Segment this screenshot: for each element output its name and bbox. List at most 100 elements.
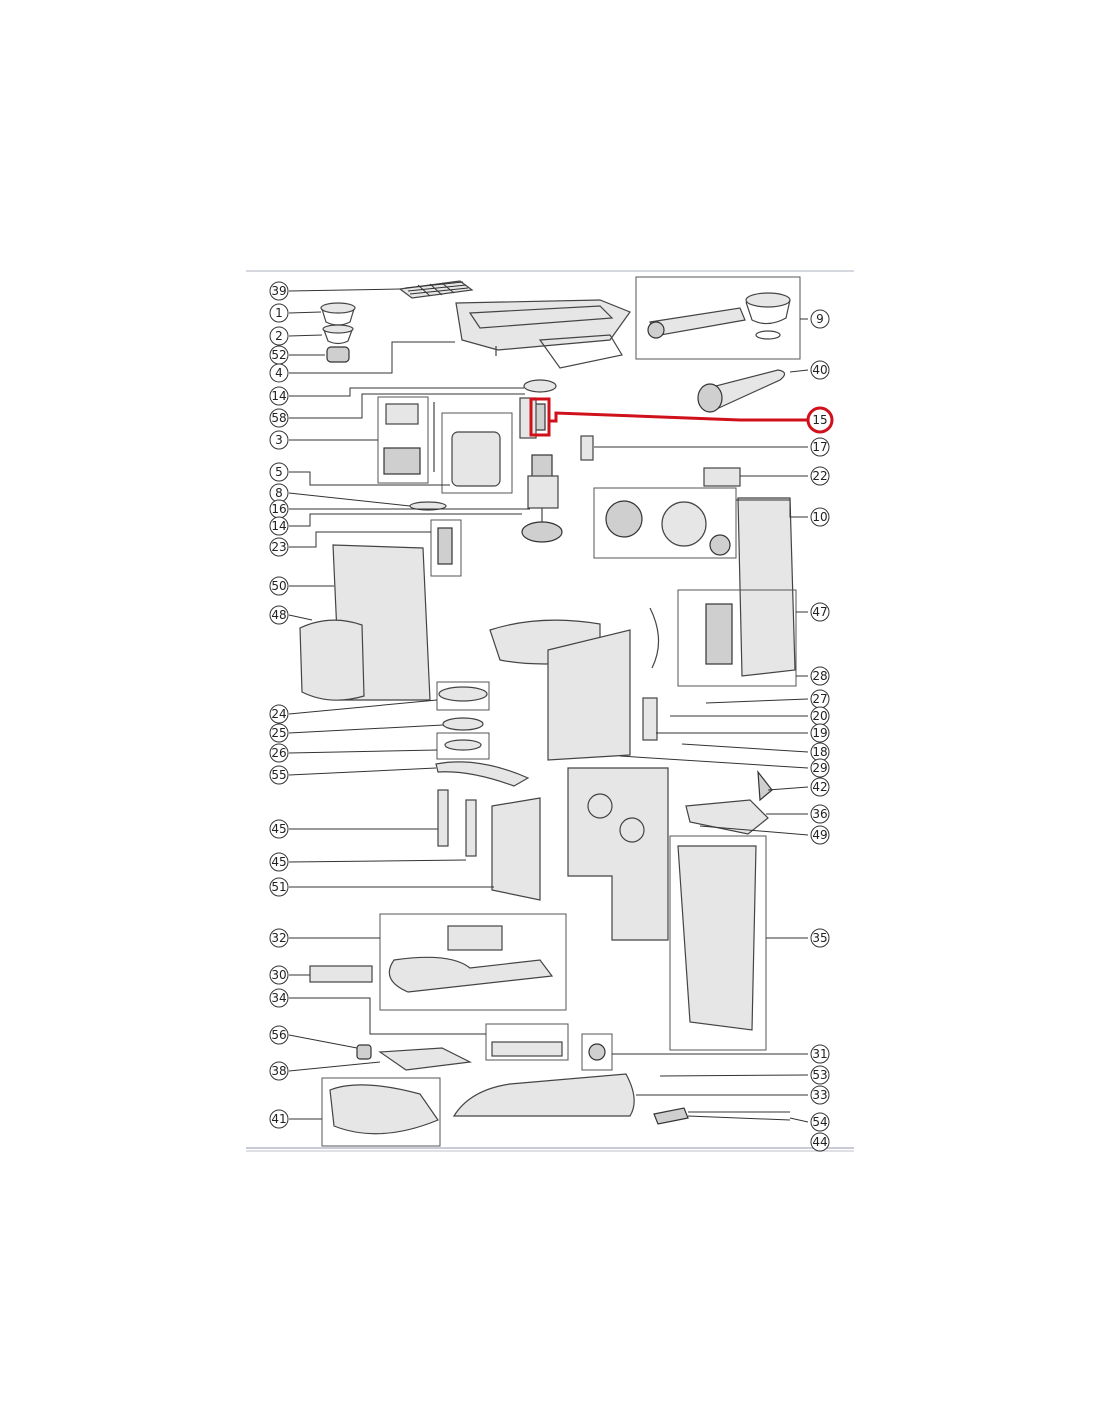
callout-circle-53 — [810, 1065, 830, 1085]
callout-circle-38 — [269, 1061, 289, 1081]
drip-grid-part — [398, 280, 474, 299]
callout-circle-25 — [269, 723, 289, 743]
callout-label-52: 52 — [271, 348, 286, 362]
callout-circle-28 — [810, 666, 830, 686]
callout-circle-17 — [810, 437, 830, 457]
callout-circle-55 — [269, 765, 289, 785]
callout-circle-5 — [269, 462, 289, 482]
callout-circle-56 — [269, 1025, 289, 1045]
callout-circle-47 — [810, 602, 830, 622]
callout-circle-22 — [810, 466, 830, 486]
left-callout-labels: 3912524145835816142350482425265545455132… — [269, 281, 289, 1129]
callout-label-31: 31 — [812, 1047, 827, 1061]
callout-circle-49 — [810, 825, 830, 845]
callout-circle-2 — [269, 326, 289, 346]
callout-circle-44 — [810, 1132, 830, 1152]
callout-label-22: 22 — [812, 469, 827, 483]
callout-label-42: 42 — [812, 780, 827, 794]
callout-label-26: 26 — [271, 746, 286, 760]
callout-label-15: 15 — [812, 413, 827, 427]
callout-circle-48 — [269, 605, 289, 625]
callout-label-36: 36 — [812, 807, 827, 821]
callout-circle-40 — [810, 360, 830, 380]
callout-circle-32 — [269, 928, 289, 948]
callout-label-9: 9 — [816, 312, 824, 326]
callout-circle-4 — [269, 363, 289, 383]
callout-label-51: 51 — [271, 880, 286, 894]
callout-label-54: 54 — [812, 1115, 827, 1129]
callout-label-32: 32 — [271, 931, 286, 945]
callout-label-5: 5 — [275, 465, 283, 479]
callout-label-27: 27 — [812, 692, 827, 706]
box-9 — [635, 276, 801, 360]
callout-label-40: 40 — [812, 363, 827, 377]
part-drawings — [299, 276, 801, 1147]
callout-circle-10 — [810, 507, 830, 527]
callout-label-55: 55 — [271, 768, 286, 782]
callout-label-24: 24 — [271, 707, 286, 721]
callout-label-44: 44 — [812, 1135, 827, 1149]
highlight-leader — [549, 411, 807, 423]
callout-label-14: 14 — [271, 519, 286, 533]
callout-circle-41 — [269, 1109, 289, 1129]
callout-circle-29 — [810, 758, 830, 778]
callout-label-20: 20 — [812, 709, 827, 723]
callout-label-29: 29 — [812, 761, 827, 775]
callout-circle-50 — [269, 576, 289, 596]
callout-circle-3 — [269, 430, 289, 450]
right-callout-labels: 9401517221047282720191829423649353153335… — [806, 309, 834, 1152]
callout-circle-39 — [269, 281, 289, 301]
callout-label-41: 41 — [271, 1112, 286, 1126]
callout-circle-45 — [269, 852, 289, 872]
callout-circle-26 — [269, 743, 289, 763]
callout-circle-15 — [806, 406, 834, 434]
callout-circle-35 — [810, 928, 830, 948]
callout-circle-24 — [269, 704, 289, 724]
callout-label-48: 48 — [271, 608, 286, 622]
callout-label-35: 35 — [812, 931, 827, 945]
callout-circle-31 — [810, 1044, 830, 1064]
callout-circle-30 — [269, 965, 289, 985]
callout-label-50: 50 — [271, 579, 286, 593]
callout-circle-9 — [810, 309, 830, 329]
highlight-box — [529, 397, 551, 437]
callout-circle-14 — [269, 386, 289, 406]
callout-label-39: 39 — [271, 284, 286, 298]
callout-circle-14 — [269, 516, 289, 536]
callout-label-19: 19 — [812, 726, 827, 740]
callout-circle-19 — [810, 723, 830, 743]
callout-label-2: 2 — [275, 329, 283, 343]
callout-label-56: 56 — [271, 1028, 286, 1042]
leader-lines — [288, 288, 809, 1123]
highlight-part-15 — [529, 397, 807, 437]
callout-circle-58 — [269, 408, 289, 428]
callout-label-8: 8 — [275, 486, 283, 500]
callout-label-30: 30 — [271, 968, 286, 982]
callout-circle-33 — [810, 1085, 830, 1105]
callout-label-4: 4 — [275, 366, 283, 380]
callout-label-53: 53 — [812, 1068, 827, 1082]
callout-label-34: 34 — [271, 991, 286, 1005]
callout-label-47: 47 — [812, 605, 827, 619]
callout-label-38: 38 — [271, 1064, 286, 1078]
callout-circle-45 — [269, 819, 289, 839]
callout-label-17: 17 — [812, 440, 827, 454]
callout-label-23: 23 — [271, 540, 286, 554]
callout-circle-42 — [810, 777, 830, 797]
callout-label-28: 28 — [812, 669, 827, 683]
callout-label-25: 25 — [271, 726, 286, 740]
callout-label-45: 45 — [271, 855, 286, 869]
callout-label-10: 10 — [812, 510, 827, 524]
callout-label-45: 45 — [271, 822, 286, 836]
callout-label-3: 3 — [275, 433, 283, 447]
callout-circle-51 — [269, 877, 289, 897]
callout-circle-54 — [810, 1112, 830, 1132]
callout-circle-36 — [810, 804, 830, 824]
callout-label-58: 58 — [271, 411, 286, 425]
callout-circle-23 — [269, 537, 289, 557]
callout-label-1: 1 — [275, 306, 283, 320]
callout-circle-34 — [269, 988, 289, 1008]
callout-label-49: 49 — [812, 828, 827, 842]
callout-label-16: 16 — [271, 502, 286, 516]
